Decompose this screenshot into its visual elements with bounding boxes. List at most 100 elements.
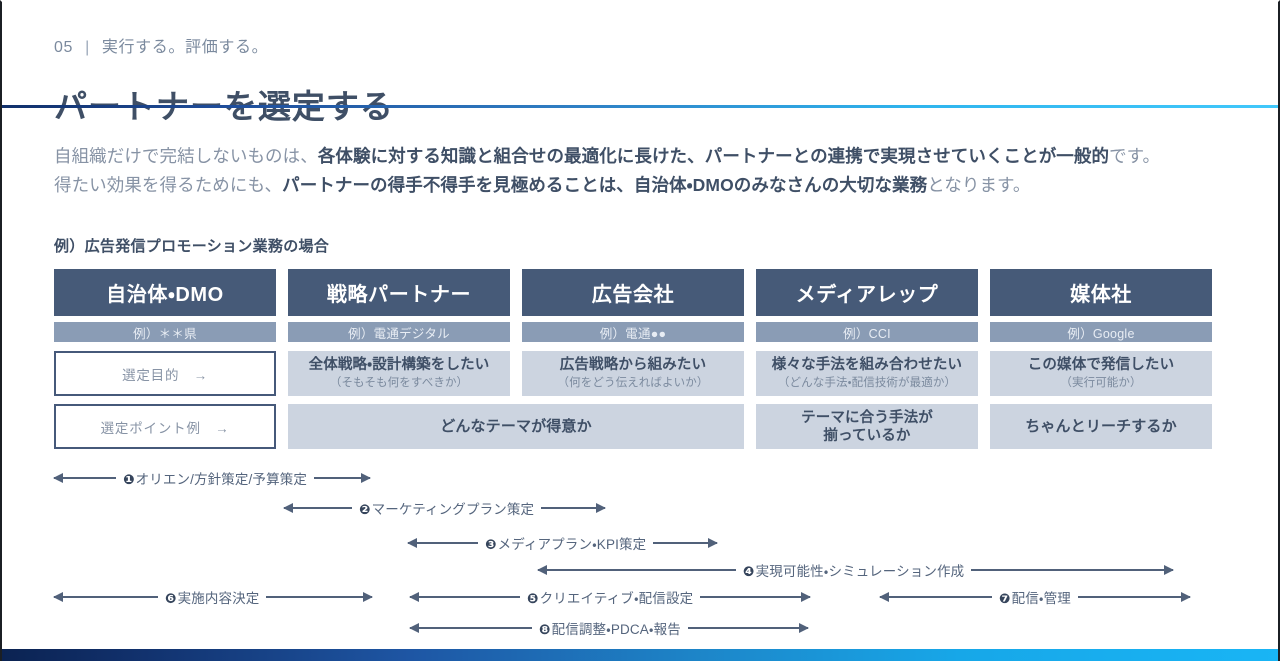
purpose-cell: この媒体で発信したい （実行可能か） [990, 351, 1212, 396]
purpose-cell: 様々な手法を組み合わせたい （どんな手法・配信技術が最適か） [756, 351, 978, 396]
cell-main-text: テーマに合う手法が 揃っているか [801, 409, 933, 444]
flow-step-text: 実現可能性・シミュレーション作成 [755, 564, 965, 579]
cell-note-text: （何をどう伝えればよいか） [557, 377, 709, 389]
purpose-cell-4: この媒体で発信したい （実行可能か） [990, 351, 1212, 396]
flow-step-6: ❻実施内容決定 [54, 587, 373, 607]
arrow-right [313, 477, 370, 479]
flow-step-text: クリエイティブ・配信設定 [539, 591, 694, 606]
arrow-left [284, 507, 352, 509]
cell-note-text: （そもそも何をすべきか） [329, 377, 469, 389]
arrow-right [700, 596, 811, 598]
row-label-purpose: 選定目的 → [54, 351, 276, 396]
points-cell: ちゃんとリーチするか [990, 404, 1212, 449]
matrix-subcol-1: 例）電通デジタル [288, 322, 510, 342]
flow-step-label: ❹実現可能性・シミュレーション作成 [743, 564, 965, 579]
arrow-left [538, 569, 736, 571]
column-example: 例）Google [990, 322, 1212, 342]
arrow-right [266, 596, 373, 598]
matrix-col-3: メディアレップ [756, 269, 978, 316]
matrix-subheader-row: 例）＊＊県 例）電通デジタル 例）電通●● 例）CCI 例）Google [54, 322, 1214, 342]
row-label-purpose-cell: 選定目的 → [54, 351, 276, 396]
cell-main-text: ちゃんとリーチするか [1025, 418, 1177, 435]
slide-header: 05|実行する。評価する。 パートナーを選定する [2, 2, 1278, 125]
arrow-left [410, 596, 520, 598]
cell-note-text: （どんな手法・配信技術が最適か） [777, 377, 957, 389]
purpose-cell: 広告戦略から組みたい （何をどう伝えればよいか） [522, 351, 744, 396]
flow-step-label: ❸メディアプラン・KPI策定 [485, 537, 647, 552]
lead-line2-plain-b: となります。 [927, 175, 1031, 195]
row-label-points-cell: 選定ポイント例 → [54, 404, 276, 449]
flow-step-4: ❹実現可能性・シミュレーション作成 [538, 560, 1174, 580]
flow-step-label: ❽配信調整・PDCA・報告 [539, 622, 681, 637]
lead-line1-plain-b: です。 [1109, 146, 1161, 166]
header-gradient-rule [2, 105, 1278, 108]
flow-step-text: 配信調整・PDCA・報告 [551, 622, 681, 637]
cell-main-text: この媒体で発信したい [1027, 357, 1175, 373]
lead-line2-plain-a: 得たい効果を得るためにも、 [54, 175, 283, 195]
points-cell-3: テーマに合う手法が 揃っているか [756, 404, 978, 449]
purpose-cell: 全体戦略・設計構築をしたい （そもそも何をすべきか） [288, 351, 510, 396]
arrow-right [1077, 596, 1190, 598]
example-caption: 例）広告発信プロモーション業務の場合 [54, 238, 330, 255]
points-cell-span: どんなテーマが得意か [288, 404, 744, 449]
cell-main-text: 様々な手法を組み合わせたい [771, 357, 963, 373]
flow-step-text: 配信・管理 [1011, 591, 1071, 606]
column-header: 自治体・DMO [54, 269, 276, 316]
flow-step-text: オリエン/方針策定/予算策定 [135, 472, 307, 487]
process-flow-diagram: ❶オリエン/方針策定/予算策定 ❷マーケティングプラン策定 ❸メディアプラン・K… [2, 457, 1280, 637]
cell-note-text: （実行可能か） [1060, 377, 1142, 389]
column-header: メディアレップ [756, 269, 978, 316]
column-header: 戦略パートナー [288, 269, 510, 316]
flow-step-text: マーケティングプラン策定 [371, 502, 535, 517]
flow-step-5: ❺クリエイティブ・配信設定 [410, 587, 811, 607]
matrix-subcol-0: 例）＊＊県 [54, 322, 276, 342]
flow-step-label: ❶オリエン/方針策定/予算策定 [123, 472, 307, 487]
points-cell: テーマに合う手法が 揃っているか [756, 404, 978, 449]
matrix-purpose-row: 選定目的 → 全体戦略・設計構築をしたい （そもそも何をすべきか） 広告戦略から… [54, 351, 1214, 396]
matrix-col-2: 広告会社 [522, 269, 744, 316]
column-example: 例）CCI [756, 322, 978, 342]
purpose-cell-1: 全体戦略・設計構築をしたい （そもそも何をすべきか） [288, 351, 510, 396]
arrow-left [54, 477, 116, 479]
column-example: 例）電通●● [522, 322, 744, 342]
header-eyebrow: 05|実行する。評価する。 [54, 33, 268, 57]
matrix-subcol-2: 例）電通●● [522, 322, 744, 342]
arrow-left [54, 596, 158, 598]
flow-step-8: ❽配信調整・PDCA・報告 [410, 618, 808, 638]
arrow-left [880, 596, 992, 598]
matrix-header-row: 自治体・DMO 戦略パートナー 広告会社 メディアレップ 媒体社 [54, 269, 1214, 316]
flow-step-2: ❷マーケティングプラン策定 [284, 498, 606, 518]
lead-paragraph: 自組織だけで完結しないものは、各体験に対する知識と組合せの最適化に長けた、パート… [54, 142, 1234, 200]
arrow-right [687, 627, 808, 629]
points-cell: どんなテーマが得意か [288, 404, 744, 449]
purpose-cell-2: 広告戦略から組みたい （何をどう伝えればよいか） [522, 351, 744, 396]
flow-step-1: ❶オリエン/方針策定/予算策定 [54, 468, 370, 488]
matrix-col-1: 戦略パートナー [288, 269, 510, 316]
arrow-left [410, 627, 532, 629]
matrix-subcol-4: 例）Google [990, 322, 1212, 342]
purpose-cell-3: 様々な手法を組み合わせたい （どんな手法・配信技術が最適か） [756, 351, 978, 396]
partner-matrix: 自治体・DMO 戦略パートナー 広告会社 メディアレップ 媒体社 例）＊＊県 例… [54, 269, 1214, 449]
column-example: 例）＊＊県 [54, 322, 276, 342]
arrow-right [653, 542, 718, 544]
row-label-points: 選定ポイント例 → [54, 404, 276, 449]
column-header: 媒体社 [990, 269, 1212, 316]
flow-step-label: ❺クリエイティブ・配信設定 [527, 591, 694, 606]
arrow-right [971, 569, 1174, 571]
points-cell-4: ちゃんとリーチするか [990, 404, 1212, 449]
matrix-points-row: 選定ポイント例 → どんなテーマが得意か テーマに合う手法が 揃っているか ちゃ… [54, 404, 1214, 449]
matrix-col-0: 自治体・DMO [54, 269, 276, 316]
matrix-subcol-3: 例）CCI [756, 322, 978, 342]
lead-line1-bold: 各体験に対する知識と組合せの最適化に長けた、パートナーとの連携で実現させていくこ… [317, 146, 1110, 166]
lead-line2-bold: パートナーの得手不得手を見極めることは、自治体・DMOのみなさんの大切な業務 [282, 175, 928, 195]
flow-step-label: ❷マーケティングプラン策定 [359, 502, 535, 517]
matrix-col-4: 媒体社 [990, 269, 1212, 316]
section-number: 05 [54, 39, 74, 56]
cell-main-text: 全体戦略・設計構築をしたい [308, 357, 490, 373]
flow-step-7: ❼配信・管理 [880, 587, 1190, 607]
column-header: 広告会社 [522, 269, 744, 316]
flow-step-text: メディアプラン・KPI策定 [497, 537, 647, 552]
lead-line1-plain-a: 自組織だけで完結しないものは、 [54, 146, 318, 166]
eyebrow-divider: | [85, 39, 90, 56]
